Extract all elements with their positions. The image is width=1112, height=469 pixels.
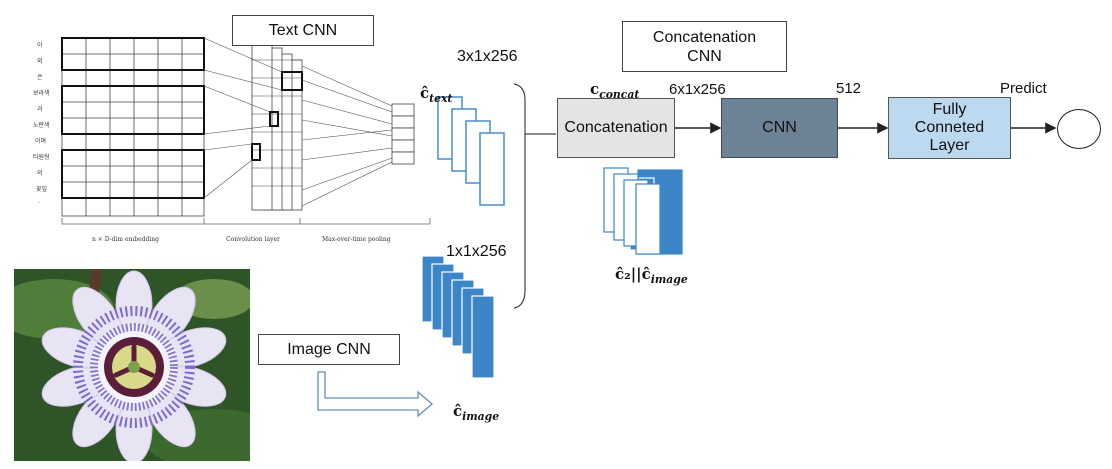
c2-concat-image-symbol: ĉ₂||ĉimage [615, 265, 688, 286]
token-5: 과 [37, 106, 43, 113]
concatenation-block: Concatenation [557, 98, 675, 158]
merge-brace [513, 83, 526, 309]
caption-pooling: Max-over-time pooling [322, 236, 391, 243]
c-concat-symbol: cconcat [590, 80, 640, 101]
cnn-output-dim-label: 512 [836, 80, 862, 97]
image-cnn-label: Image CNN [258, 334, 400, 365]
image-feature-maps [421, 255, 495, 379]
text-cnn-label: Text CNN [232, 15, 374, 46]
token-7: 이며 [35, 138, 47, 145]
pooled-vector [391, 103, 415, 165]
token-11: . [38, 198, 40, 205]
c-text-symbol: ĉtext [420, 84, 453, 105]
token-1: 이 [37, 42, 43, 49]
concat-dim-label: 6x1x256 [669, 81, 726, 98]
caption-convolution: Convolution layer [226, 236, 280, 243]
token-10: 꽃잎 [36, 186, 48, 193]
text-dim-label: 3x1x256 [457, 48, 518, 65]
predict-label: Predict [1000, 80, 1047, 97]
embedding-matrix [61, 37, 205, 217]
caption-embedding: n × D-dim embedding [92, 236, 159, 243]
token-4: 보라색 [33, 90, 50, 97]
image-dim-label: 1x1x256 [446, 243, 507, 260]
token-9: 의 [37, 170, 43, 177]
text-cnn-figure [61, 37, 431, 225]
token-6: 노란색 [33, 122, 50, 129]
image-cnn-hollow-arrow [317, 371, 433, 418]
prediction-output-node [1057, 109, 1101, 149]
token-3: 은 [37, 74, 43, 81]
filter-region-3 [61, 149, 205, 199]
concatenation-cnn-title: Concatenation CNN [622, 21, 787, 72]
filter-region-1 [61, 37, 205, 71]
cnn-block: CNN [721, 98, 838, 158]
text-feature-maps [437, 96, 505, 206]
token-2: 외 [37, 58, 43, 65]
concatenated-feature-maps [603, 167, 683, 255]
token-8: 타원형 [33, 154, 50, 161]
fully-connected-layer-block: Fully Conneted Layer [888, 97, 1011, 159]
c-image-symbol: ĉimage [453, 402, 500, 423]
passion-flower-image [14, 269, 250, 461]
filter-region-2 [61, 85, 205, 135]
